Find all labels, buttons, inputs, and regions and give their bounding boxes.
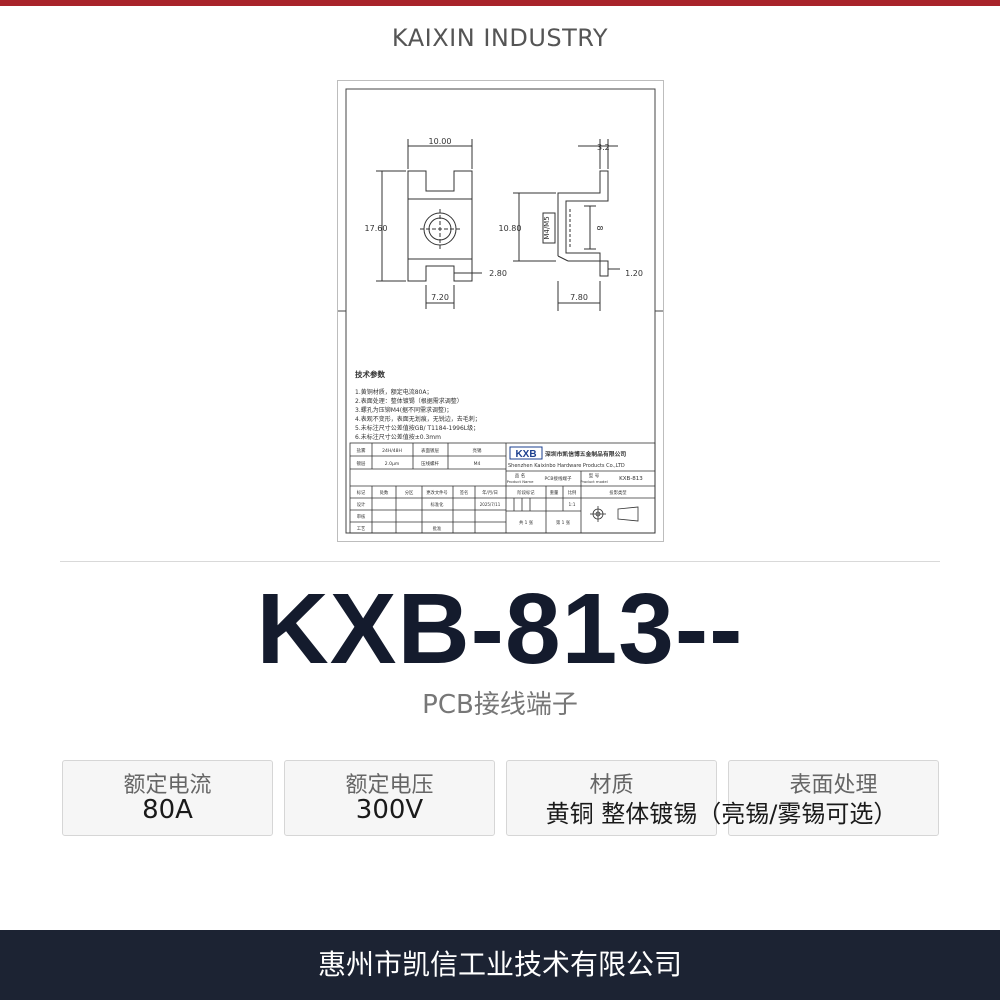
technical-drawing: 10.00 17.60 2.80 7.20 3.2 10.80 M4 xyxy=(337,80,664,542)
tb-product-name-label-en: Product Name xyxy=(507,479,534,484)
dim-side-width: 7.80 xyxy=(570,293,588,302)
tb-product-name: PCB接线端子 xyxy=(545,475,572,482)
title-block-company-en: Shenzhen Kaixinbo Hardware Products Co.,… xyxy=(508,463,625,469)
tb-r1-c1: 盐雾 xyxy=(357,447,366,454)
dim-lip: 1.20 xyxy=(625,269,643,278)
dim-slot: 8 xyxy=(595,225,604,230)
tb-r1-c2: 24H/48H xyxy=(382,448,402,454)
tb-r2-c1: 镀层 xyxy=(357,460,366,467)
tb-r2-c2: 2.0μm xyxy=(385,461,399,467)
tb-model-label-en: Product model xyxy=(580,479,607,484)
tb-r2-c4: M4 xyxy=(474,461,481,467)
tech-line-1: 1.黄铜材质，额定电流80A； xyxy=(355,388,432,396)
spec-label-material: 材质 xyxy=(589,773,634,798)
tech-line-2: 2.表面处理：整体镀锡（根据需求调整） xyxy=(355,397,463,405)
tb-r1-c4: 亮锡 xyxy=(473,447,482,454)
dim-height: 17.60 xyxy=(365,224,388,233)
top-accent-bar xyxy=(0,0,1000,6)
product-model: KXB-813-- xyxy=(256,573,744,685)
tb-r3-c9: 比例 xyxy=(568,489,577,496)
tb-r3-c4: 更改文件号 xyxy=(426,489,447,496)
tb-r3-c5: 签名 xyxy=(460,489,469,496)
spec-value-voltage: 300V xyxy=(355,795,424,825)
spec-value-current: 80A xyxy=(142,795,193,825)
spec-value-material: 黄铜 整体镀锡（亮锡/雾锡可选） xyxy=(545,800,898,828)
spec-label-voltage: 额定电压 xyxy=(345,773,434,798)
tb-review: 审核 xyxy=(357,513,366,520)
tb-scale: 1:1 xyxy=(569,502,576,508)
section-divider xyxy=(60,561,940,562)
spec-label-current: 额定电流 xyxy=(123,773,212,798)
brand-name: KAIXIN INDUSTRY xyxy=(391,24,609,52)
footer-company-name: 惠州市凯信工业技术有限公司 xyxy=(0,930,1000,1000)
tb-r3-c6: 年/月/日 xyxy=(482,489,498,496)
tech-line-5: 5.未标注尺寸公差值按GB/ T1184-1996L级； xyxy=(355,424,479,432)
tb-r3-c1: 标记 xyxy=(357,489,366,496)
tb-product-name-label: 品 名 xyxy=(515,472,525,479)
tb-sheet-no: 第 1 张 xyxy=(556,519,571,526)
tb-model-label: 型 号 xyxy=(589,472,600,479)
tb-design: 设计 xyxy=(357,501,366,508)
product-subtitle: PCB接线端子 xyxy=(422,690,578,720)
tb-r3-c8: 重量 xyxy=(550,489,559,496)
tb-r3-c3: 分区 xyxy=(405,489,414,496)
tb-r1-c3: 表面镀层 xyxy=(421,447,439,454)
dim-side-height: 10.80 xyxy=(499,224,522,233)
tb-process: 工艺 xyxy=(357,526,366,532)
dim-screw: M4/M5 xyxy=(543,216,551,239)
spec-card-voltage: 额定电压 300V xyxy=(284,760,495,836)
tb-r3-c10: 投影类型 xyxy=(609,489,627,496)
dim-top-width: 10.00 xyxy=(429,137,452,146)
tb-r3-c7: 阶段标记 xyxy=(517,489,535,496)
spec-label-surface: 表面处理 xyxy=(789,773,878,798)
tb-sheets-total: 共 1 张 xyxy=(519,519,534,526)
tb-date: 2025/7/11 xyxy=(480,502,501,507)
dim-foot-gap: 2.80 xyxy=(489,269,507,278)
tb-r2-c3: 压线螺杆 xyxy=(421,460,439,467)
title-block-company-cn: 深圳市凯信博五金制品有限公司 xyxy=(545,450,626,458)
tb-r3-c2: 处数 xyxy=(380,489,389,496)
title-block-logo: KXB xyxy=(515,449,536,460)
spec-card-surface: 表面处理 xyxy=(728,760,939,836)
tb-model: KXB-813 xyxy=(619,476,643,482)
tech-line-4: 4.表观不变形，表面无划痕，无锐边，去毛刺； xyxy=(355,415,481,423)
tech-line-6: 6.未标注尺寸公差值按±0.3mm xyxy=(355,433,441,441)
tb-standard: 标准化 xyxy=(431,501,445,508)
dim-thickness: 3.2 xyxy=(597,143,610,152)
tb-approve: 批准 xyxy=(433,525,442,532)
dim-bottom-width: 7.20 xyxy=(431,293,449,302)
spec-card-material: 材质 xyxy=(506,760,717,836)
tech-title: 技术参数 xyxy=(355,369,385,379)
tech-line-3: 3.螺孔为压铆M4(据不同需求调整)； xyxy=(355,406,452,414)
spec-card-current: 额定电流 80A xyxy=(62,760,273,836)
